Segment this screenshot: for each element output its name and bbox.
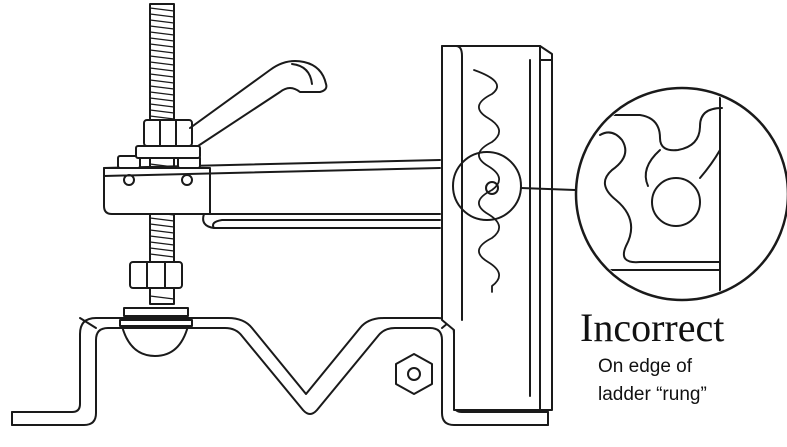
upper-nut [135,119,201,159]
slotted-plate [395,45,553,411]
lower-nut [123,261,189,317]
callout-title: Incorrect [580,305,725,350]
highlight-circle [452,151,576,221]
callout-description-line2: ladder “rung” [598,384,707,405]
rubber-foot [119,319,193,357]
callout-description-line1: On edge of [598,356,693,377]
carriage-arm [103,155,441,229]
magnified-detail [574,86,787,302]
handle-lever [189,60,328,147]
